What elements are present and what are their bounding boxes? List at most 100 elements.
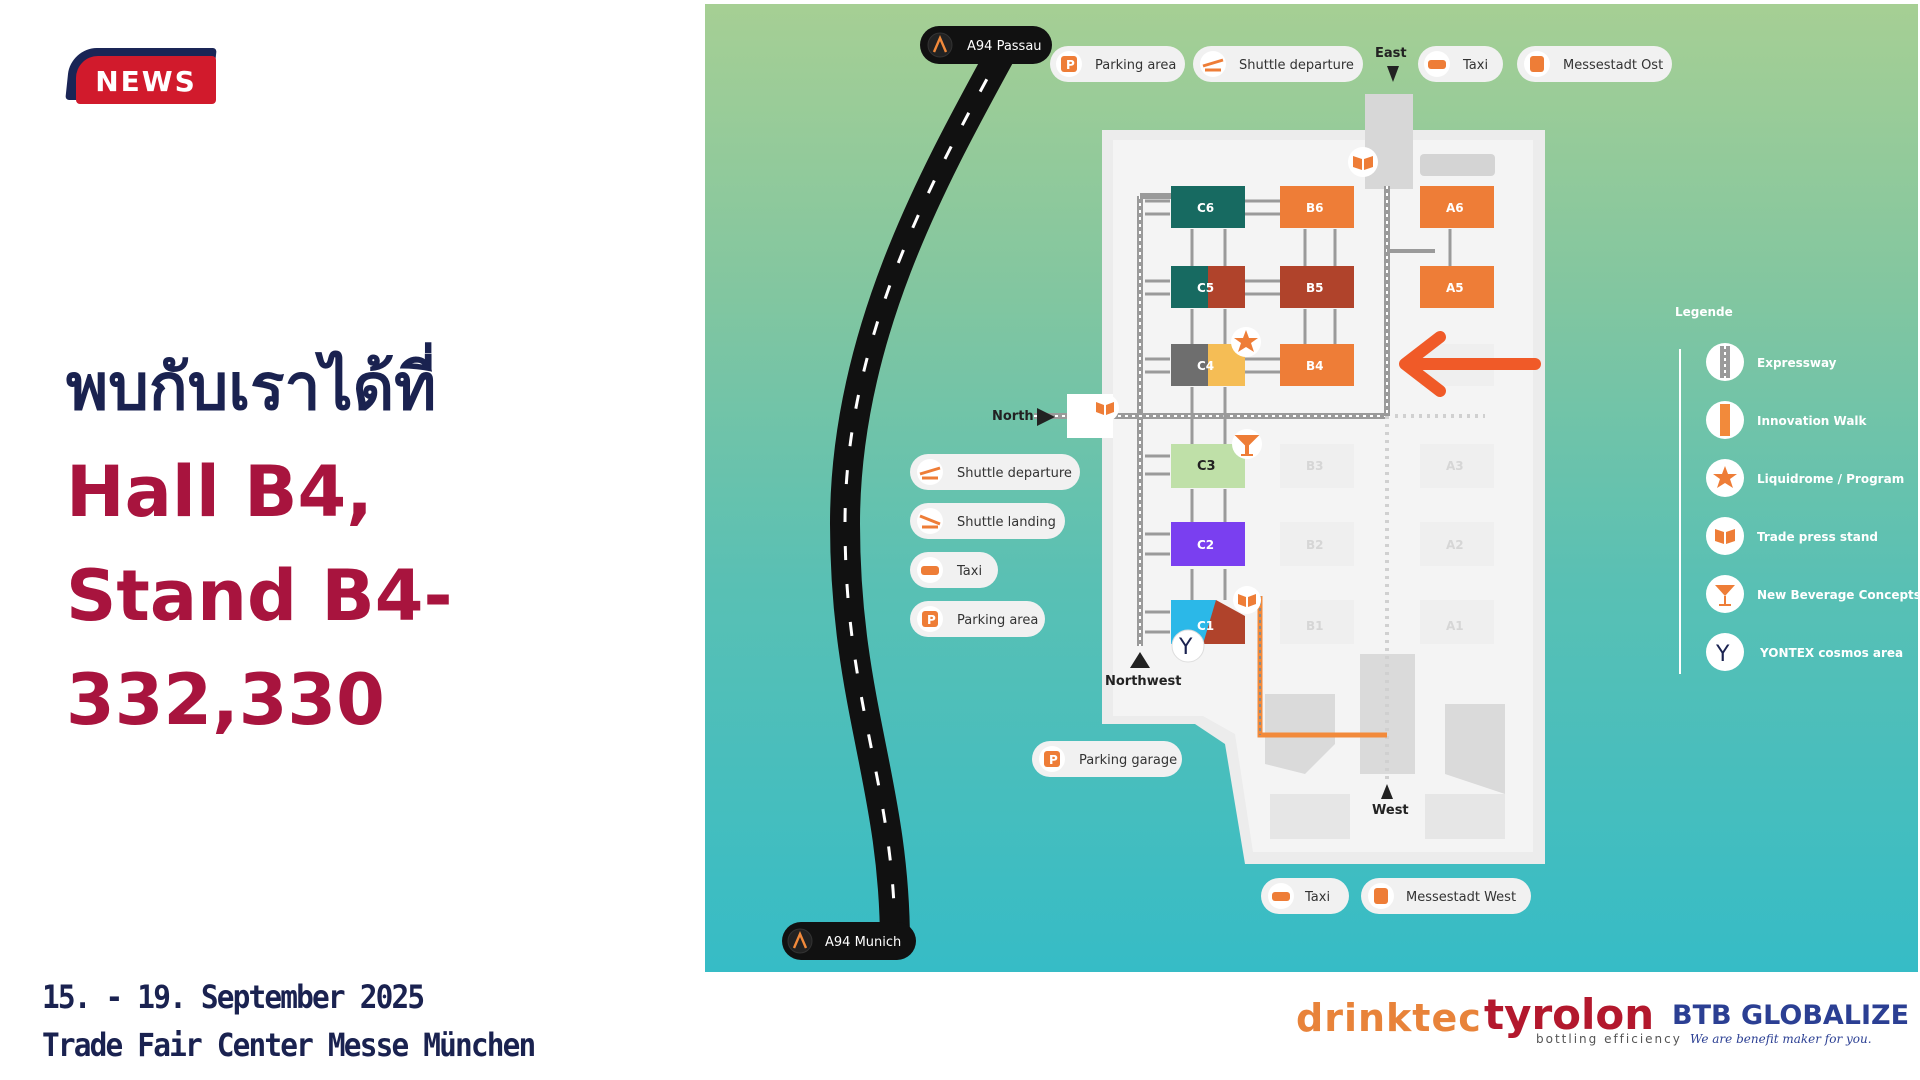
left-pill-taxi-text: Taxi — [956, 564, 982, 579]
book-icon — [1353, 156, 1373, 170]
legend-item-yontex: Y YONTEX cosmos area — [1706, 633, 1903, 671]
hall-c6-label: C6 — [1197, 201, 1214, 215]
book-icon — [1715, 529, 1735, 544]
bottom-pill-station: Messestadt West — [1361, 878, 1531, 914]
hall-a6-label: A6 — [1446, 201, 1464, 215]
hall-c4[interactable] — [1171, 344, 1245, 386]
west-building-right — [1445, 704, 1505, 794]
top-pill-taxi-text: Taxi — [1462, 58, 1488, 73]
hall-a3-label: A3 — [1446, 459, 1464, 473]
hall-a5-label: A5 — [1446, 281, 1464, 295]
hall-a1[interactable] — [1420, 600, 1494, 644]
hall-c5-label: C5 — [1197, 281, 1214, 295]
venue-inner-ground — [1113, 140, 1533, 852]
legend-item-yontex-text: YONTEX cosmos area — [1759, 646, 1903, 660]
road-label-top-text: A94 Passau — [967, 39, 1042, 54]
highway-road — [829, 31, 1020, 959]
hall-c5[interactable] — [1171, 266, 1245, 308]
entrance-west-label: West — [1372, 803, 1409, 818]
highway-icon — [932, 34, 948, 53]
logo-drinktec: drinktec — [1296, 996, 1482, 1040]
logo-tyrolon: tyrolon — [1484, 990, 1655, 1039]
venue-map-svg: A94 Passau A94 Munich P Parking area Shu… — [782, 26, 1918, 960]
left-pill-parking-garage-text: Parking garage — [1079, 753, 1177, 768]
legend-item-trade-press-text: Trade press stand — [1757, 530, 1878, 544]
hall-c2[interactable] — [1171, 522, 1245, 566]
hall-a1-label: A1 — [1446, 619, 1464, 633]
hall-b4[interactable] — [1280, 344, 1354, 386]
left-pill-shuttle-departure: Shuttle departure — [910, 454, 1080, 490]
top-pill-shuttle: Shuttle departure — [1193, 46, 1363, 82]
hall-b5[interactable] — [1280, 266, 1354, 308]
road-label-bottom: A94 Munich — [782, 922, 916, 960]
event-venue: Trade Fair Center Messe München — [42, 1026, 536, 1064]
hall-b6-label: B6 — [1306, 201, 1324, 215]
hall-c6[interactable] — [1171, 186, 1245, 228]
hall-b2-label: B2 — [1306, 538, 1324, 552]
entrance-west-arrow — [1381, 784, 1393, 799]
yontex-marker-symbol: Y — [1178, 635, 1193, 660]
star-icon — [1713, 466, 1737, 488]
svg-text:P: P — [1066, 58, 1075, 72]
hall-c3[interactable] — [1171, 444, 1245, 488]
book-icon — [1238, 594, 1256, 607]
expressway-tracks — [1034, 186, 1485, 784]
left-pill-shuttle-landing-text: Shuttle landing — [957, 515, 1056, 530]
logo-btb-globalize: BTB GLOBALIZE — [1672, 1000, 1910, 1031]
cocktail-icon — [1234, 435, 1260, 456]
parking-icon — [1044, 751, 1060, 767]
legend-item-new-beverage-text: New Beverage Concepts — [1757, 588, 1918, 602]
trade-press-marker-north — [1067, 394, 1119, 438]
new-beverage-marker — [1232, 429, 1262, 459]
left-pill-taxi: Taxi — [910, 552, 998, 588]
east-entrance-building — [1365, 94, 1413, 189]
hall-c1-label: C1 — [1197, 619, 1214, 633]
liquidrome-marker — [1231, 327, 1261, 357]
legend-item-liquidrome-text: Liquidrome / Program — [1757, 472, 1904, 486]
legend-item-trade-press: Trade press stand — [1706, 517, 1878, 555]
plane-icon — [1202, 58, 1224, 72]
trade-press-marker-c1 — [1233, 586, 1261, 614]
road-label-bottom-text: A94 Munich — [825, 935, 901, 950]
book-icon — [1096, 402, 1114, 415]
hall-a6[interactable] — [1420, 186, 1494, 228]
hall-c2-label: C2 — [1197, 538, 1214, 552]
top-pill-parking: P Parking area — [1050, 46, 1185, 82]
west-plaza-right — [1425, 794, 1505, 839]
hall-a5[interactable] — [1420, 266, 1494, 308]
bottom-pill-station-text: Messestadt West — [1406, 890, 1516, 905]
logo-tyrolon-tagline: bottling efficiency — [1536, 1032, 1682, 1046]
top-pill-taxi: Taxi — [1418, 46, 1503, 82]
hall-c4-label: C4 — [1197, 359, 1214, 373]
left-pill-parking-garage: P Parking garage — [1032, 741, 1182, 777]
legend-yontex-symbol: Y — [1715, 642, 1730, 667]
hall-b3[interactable] — [1280, 444, 1354, 488]
hall-b1-label: B1 — [1306, 619, 1324, 633]
top-pill-station-text: Messestadt Ost — [1563, 58, 1663, 73]
left-pill-shuttle-departure-text: Shuttle departure — [957, 466, 1072, 481]
highlight-arrow — [1399, 331, 1541, 397]
bottom-pill-taxi-text: Taxi — [1304, 890, 1330, 905]
venue-map: A94 Passau A94 Munich P Parking area Shu… — [705, 4, 1918, 972]
legend-item-innovation-walk-text: Innovation Walk — [1757, 414, 1868, 428]
entrance-east-label: East — [1375, 46, 1407, 61]
hall-b1[interactable] — [1280, 600, 1354, 644]
news-badge-label: NEWS — [76, 56, 216, 104]
legend-title: Legende — [1675, 305, 1733, 319]
train-icon — [1374, 888, 1388, 904]
hall-a2[interactable] — [1420, 522, 1494, 566]
hall-b6[interactable] — [1280, 186, 1354, 228]
hall-b5-label: B5 — [1306, 281, 1324, 295]
hall-a2-label: A2 — [1446, 538, 1464, 552]
legend-item-liquidrome: Liquidrome / Program — [1706, 459, 1904, 497]
bottom-pill-taxi: Taxi — [1261, 878, 1349, 914]
plane-icon — [919, 466, 941, 480]
star-icon — [1234, 330, 1258, 352]
svg-text:P: P — [927, 613, 936, 627]
hall-a3[interactable] — [1420, 444, 1494, 488]
taxi-icon — [921, 566, 939, 575]
hall-b2[interactable] — [1280, 522, 1354, 566]
left-pill-parking-text: Parking area — [957, 613, 1038, 628]
hall-b3-label: B3 — [1306, 459, 1324, 473]
svg-text:P: P — [1049, 753, 1058, 767]
